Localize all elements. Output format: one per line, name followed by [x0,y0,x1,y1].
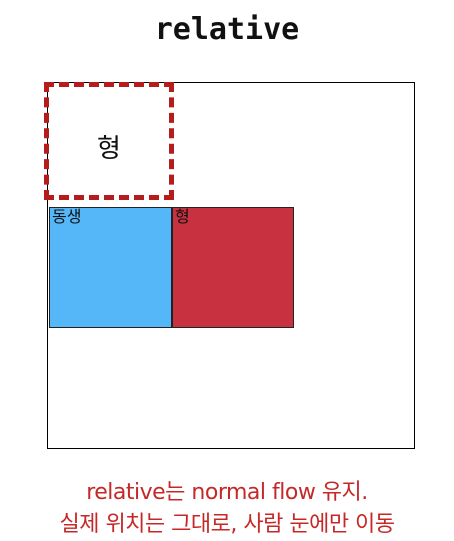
caption-line-2: 실제 위치는 그대로, 사람 눈에만 이동 [59,512,395,537]
older-sibling-box: 형 [172,207,294,328]
diagram-title: relative [154,12,300,47]
visual-offset-label: 형 [97,133,121,164]
caption-line-1: relative는 normal flow 유지. [86,480,368,505]
younger-sibling-box: 동생 [49,207,172,328]
older-sibling-label: 형 [175,207,190,226]
younger-sibling-label: 동생 [52,207,82,226]
visual-offset-outline: 형 [44,82,174,200]
parent-container [47,82,415,449]
